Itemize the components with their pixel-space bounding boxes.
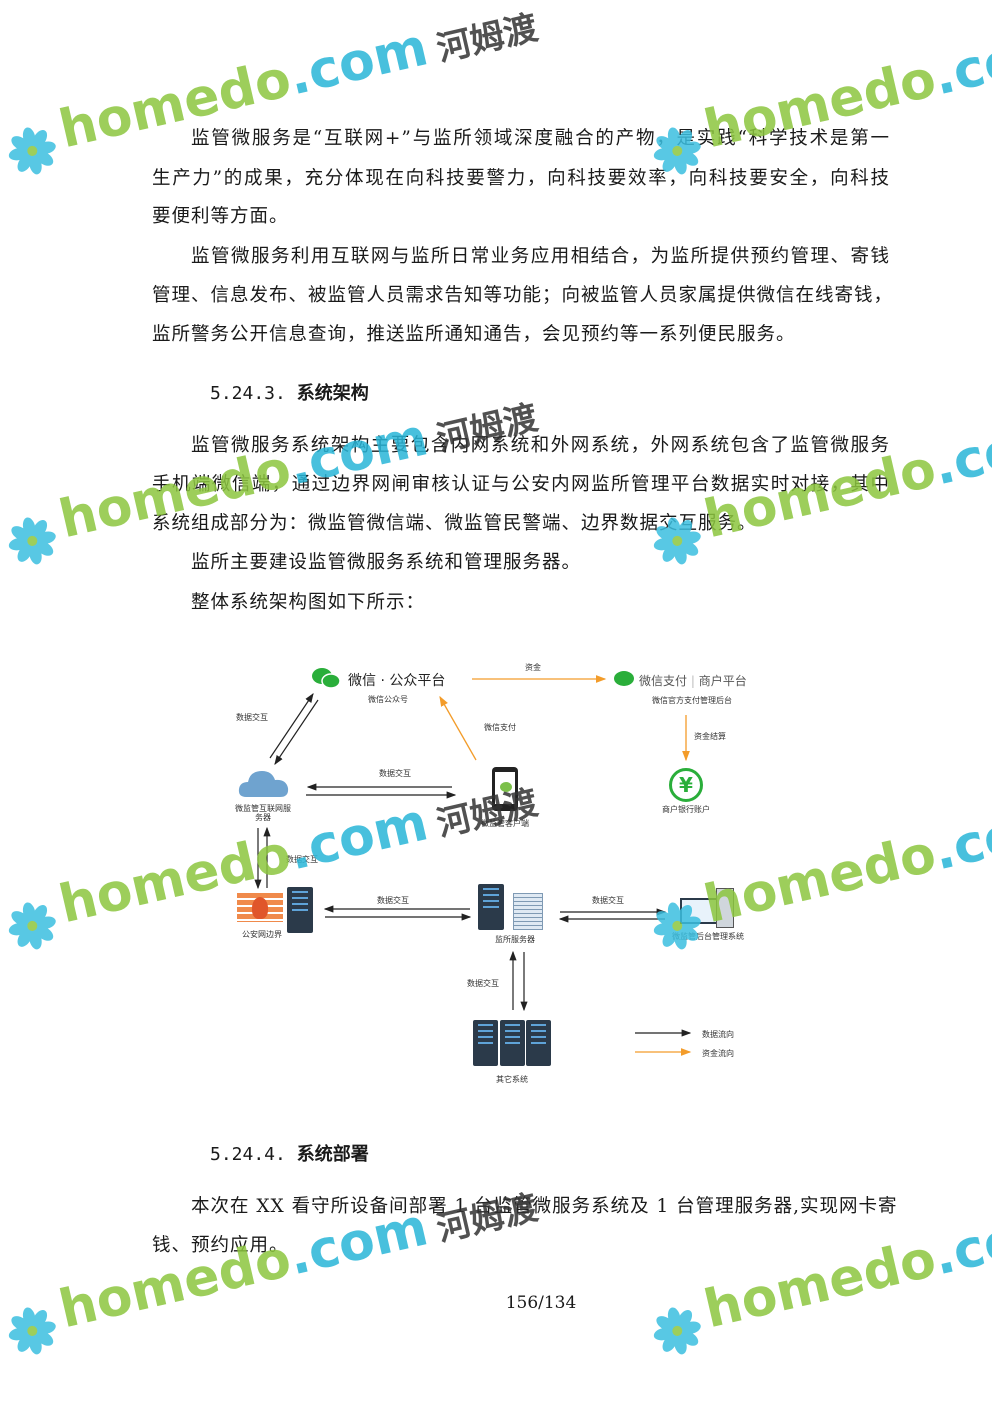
pay-title: 微信支付 xyxy=(639,674,688,688)
admin-system-label: 微监管后台管理系统 xyxy=(672,932,744,941)
heading-title: 系统部署 xyxy=(296,1144,369,1165)
merchant-platform: 商户平台 xyxy=(698,674,747,688)
internet-server-line1: 微监管互联网服 xyxy=(235,804,291,813)
data-exchange-label: 数据交互 xyxy=(236,713,268,722)
wechat-platform-title: 微信 · 公众平台 xyxy=(348,673,446,689)
text-line: 整体系统架构图如下所示： xyxy=(191,592,426,613)
text-line: 手机端微信端，通过边界网闸审核认证与公安内网监所管理平台数据实时对接，其中 xyxy=(152,474,890,495)
pay-separator: | xyxy=(690,674,695,688)
wechat-pay-arrow xyxy=(439,695,477,761)
monitor-icon xyxy=(680,898,720,924)
text-line: 本次在 XX 看守所设备间部署 1 台监管微服务系统及 1 台管理服务器,实现网… xyxy=(191,1196,898,1217)
text-line: 监所警务公开信息查询，推送监所通知通告，会见预约等一系列便民服务。 xyxy=(152,324,796,345)
text-line: 系统组成部分为：微监管微信端、微监管民警端、边界数据交互服务。 xyxy=(152,513,757,534)
legend-data-flow: 数据流向 xyxy=(702,1030,734,1039)
text-line: 监管微服务利用互联网与监所日常业务应用相结合，为监所提供预约管理、寄钱 xyxy=(191,246,890,267)
internet-server-label: 微监管互联网服务器 xyxy=(235,804,291,822)
heading-title: 系统架构 xyxy=(296,383,369,404)
text-line: 监管微服务是“互联网+”与监所领域深度融合的产物，是实践“科学技术是第一 xyxy=(191,128,890,149)
wechat-official-label: 微信公众号 xyxy=(368,695,408,704)
text-line: 管理、信息发布、被监管人员需求告知等功能；向被监管人员家属提供微信在线寄钱， xyxy=(152,285,894,306)
data-exchange-label: 数据交互 xyxy=(592,896,624,905)
wechat-pay-title: 微信支付 | 商户平台 xyxy=(639,672,747,689)
bank-label: 商户银行账户 xyxy=(662,805,710,814)
data-exchange-label: 数据交互 xyxy=(286,855,318,864)
jail-server-label: 监所服务器 xyxy=(495,935,535,944)
heading-number: 5.24.3. xyxy=(210,383,286,404)
pay-admin-label: 微信官方支付管理后台 xyxy=(652,696,732,705)
legend-funds-flow: 资金流向 xyxy=(702,1049,734,1058)
firewall-label: 公安网边界 xyxy=(242,930,282,939)
server-icon xyxy=(287,887,313,933)
heading-number: 5.24.4. xyxy=(210,1144,286,1165)
internet-server-line2: 务器 xyxy=(255,813,271,822)
page-number: 156/134 xyxy=(505,1293,577,1313)
cloud-icon xyxy=(238,771,289,797)
section-heading: 5.24.3. 系统架构 xyxy=(210,379,369,405)
data-exchange-label: 数据交互 xyxy=(467,979,499,988)
other-systems-label: 其它系统 xyxy=(496,1075,528,1084)
section-heading: 5.24.4. 系统部署 xyxy=(210,1140,369,1166)
server-icon xyxy=(478,884,504,930)
settlement-label: 资金结算 xyxy=(694,732,726,741)
text-line: 监管微服务系统架构主要包含内网系统和外网系统，外网系统包含了监管微服务 xyxy=(191,435,890,456)
wechat-pay-label: 微信支付 xyxy=(484,723,516,732)
text-line: 要便利等方面。 xyxy=(152,206,289,227)
wechat-icon xyxy=(312,668,341,689)
firewall-icon xyxy=(237,893,283,922)
text-line: 生产力”的成果，充分体现在向科技要警力，向科技要效率，向科技要安全，向科技 xyxy=(152,168,890,189)
server-icon xyxy=(526,1020,551,1066)
funds-label: 资金 xyxy=(525,663,541,672)
text-line: 监所主要建设监管微服务系统和管理服务器。 xyxy=(191,552,582,573)
server-icon xyxy=(473,1020,498,1066)
text-line: 钱、预约应用。 xyxy=(152,1235,289,1256)
wechat-pay-icon xyxy=(614,671,634,686)
data-exchange-label: 数据交互 xyxy=(379,769,411,778)
phone-icon xyxy=(492,767,518,811)
client-label: 微监管客户端 xyxy=(481,819,529,828)
server-icon xyxy=(500,1020,525,1066)
building-icon xyxy=(513,893,543,930)
data-exchange-label: 数据交互 xyxy=(377,896,409,905)
yen-icon: ¥ xyxy=(669,768,703,802)
pc-tower-icon xyxy=(716,888,734,928)
